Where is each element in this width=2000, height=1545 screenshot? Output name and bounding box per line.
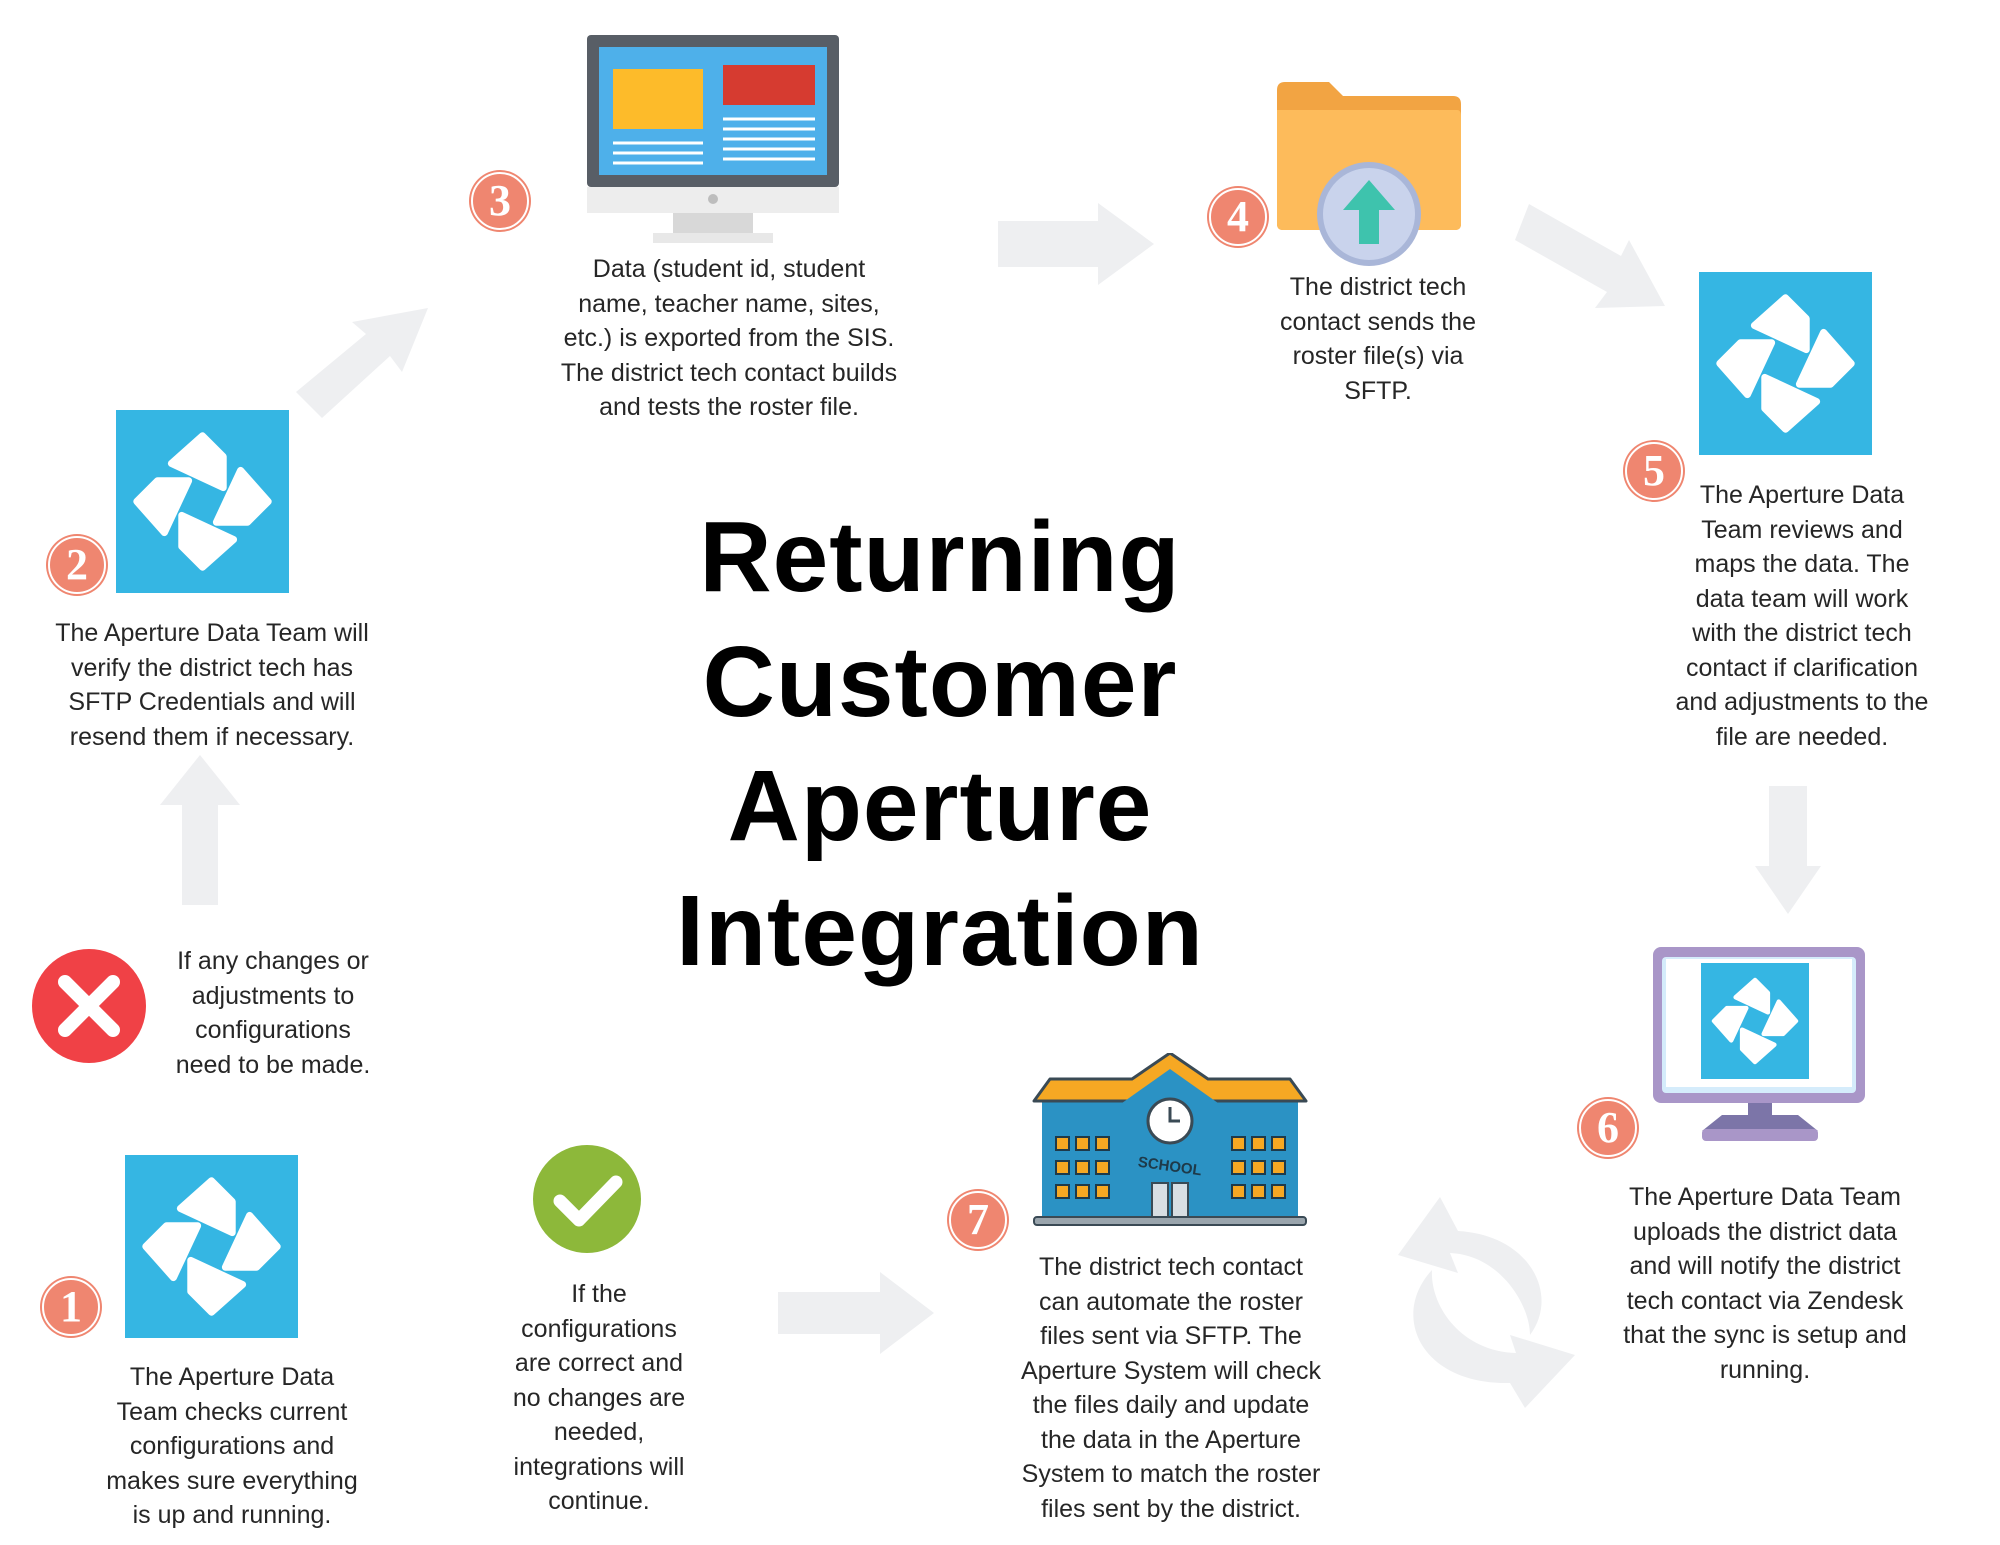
step-1-badge: 1 (42, 1278, 100, 1336)
step-6-badge: 6 (1579, 1099, 1637, 1157)
arrow-right-icon (778, 1272, 934, 1354)
step-number: 3 (489, 176, 511, 225)
step-number: 1 (60, 1282, 82, 1331)
step-5-text: The Aperture Data Team reviews and maps … (1675, 481, 1929, 751)
aperture-logo-icon (125, 1155, 298, 1338)
arrow-down-icon (1755, 786, 1821, 914)
desktop-monitor-icon (587, 35, 839, 243)
step-number: 7 (967, 1195, 989, 1244)
step-number: 4 (1227, 192, 1249, 241)
step-number: 6 (1597, 1103, 1619, 1152)
step-2-badge: 2 (48, 536, 106, 594)
step-1-text: The Aperture Data Team checks current co… (106, 1363, 358, 1529)
changes-needed-text: If any changes or adjustments to configu… (175, 947, 371, 1079)
school-building-icon: SCHOOL (1032, 1053, 1308, 1226)
aperture-logo-icon (1701, 963, 1809, 1079)
step-number: 5 (1643, 446, 1665, 495)
arrow-up-icon (160, 755, 240, 905)
step-3-badge: 3 (471, 172, 529, 230)
arrow-diagonal-up-right-icon (296, 308, 428, 418)
folder-upload-icon (1277, 82, 1461, 266)
arrow-right-icon (998, 203, 1154, 285)
arrow-diagonal-down-right-icon (1515, 204, 1665, 308)
step-2-text: The Aperture Data Team will verify the d… (55, 619, 369, 751)
step-3-text: Data (student id, student name, teacher … (560, 255, 898, 421)
step-6-text: The Aperture Data Team uploads the distr… (1623, 1183, 1907, 1384)
step-4-text: The district tech contact sends the rost… (1280, 273, 1476, 405)
step-7-badge: 7 (949, 1191, 1007, 1249)
aperture-logo-icon (116, 410, 289, 593)
step-5-badge: 5 (1625, 442, 1683, 500)
page-title: Returning Customer Aperture Integration (676, 501, 1204, 987)
step-number: 2 (66, 540, 88, 589)
x-circle-icon (32, 949, 146, 1063)
no-changes-text: If the configurations are correct and no… (512, 1280, 686, 1515)
step-4-badge: 4 (1209, 188, 1267, 246)
step-7-text: The district tech contact can automate t… (1020, 1253, 1322, 1523)
check-circle-icon (533, 1145, 641, 1253)
sync-cycle-icon (1398, 1197, 1575, 1408)
aperture-logo-icon (1699, 272, 1872, 455)
